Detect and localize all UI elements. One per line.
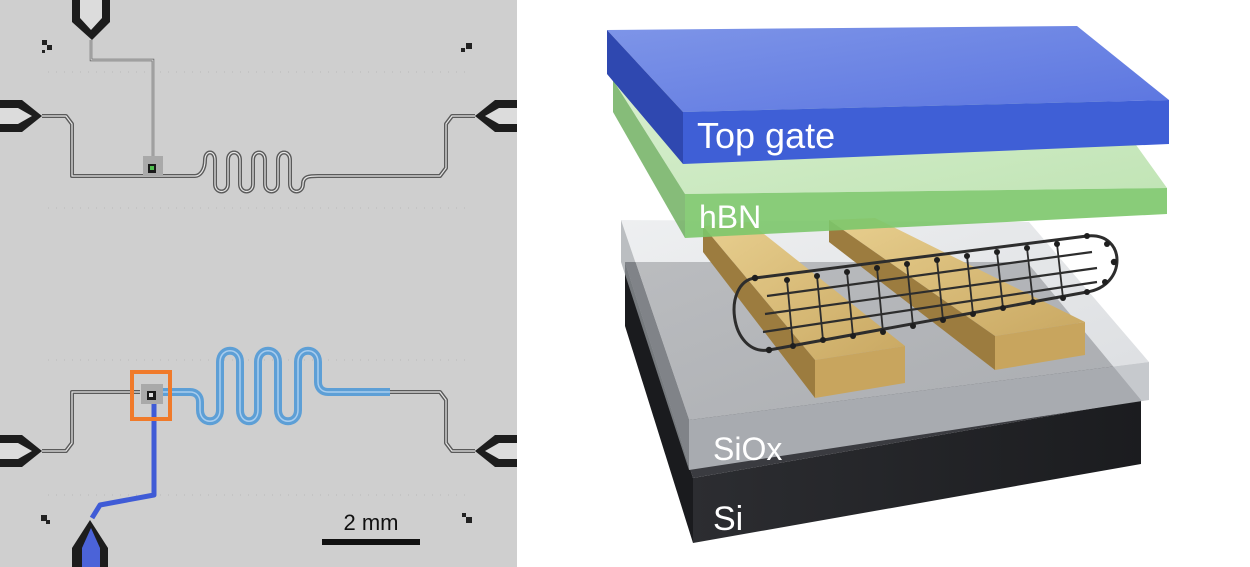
gate-feedline <box>89 400 157 520</box>
carbon-nanotube <box>732 233 1119 354</box>
layer-label-si: Si <box>713 500 743 538</box>
layer-label-hbn: hBN <box>699 199 761 235</box>
top-device <box>0 0 517 194</box>
layer-top-gate: Top gate <box>607 26 1169 164</box>
layer-label-top-gate: Top gate <box>697 115 835 156</box>
highlight-box <box>130 370 172 421</box>
chip-background <box>0 0 517 567</box>
layer-label-siox: SiOx <box>713 431 782 467</box>
chip-micrograph: 2 mm <box>0 0 517 567</box>
scale-bar-label: 2 mm <box>344 510 399 535</box>
scale-bar: 2 mm <box>322 510 420 545</box>
bottom-device <box>0 346 517 567</box>
electrode-right <box>829 218 1085 370</box>
alignment-mark <box>41 40 472 524</box>
layer-stack-diagram: Si <box>607 26 1169 543</box>
